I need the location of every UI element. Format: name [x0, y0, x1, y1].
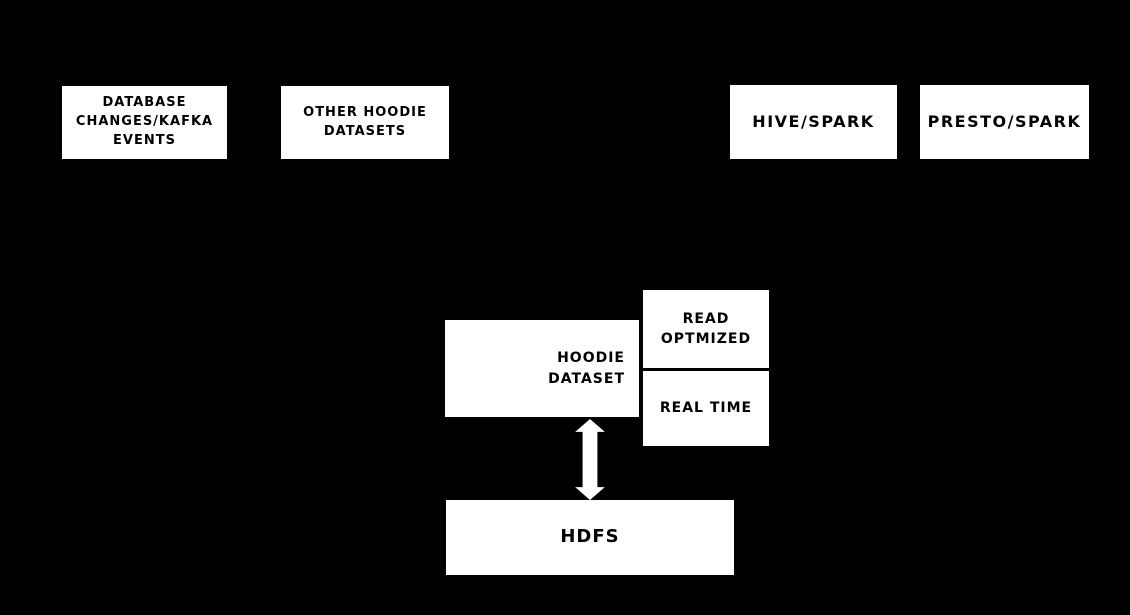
- node-other-hoodie-datasets: OTHER HOODIE DATASETS: [281, 86, 449, 159]
- node-real-time-view: REAL TIME: [643, 371, 769, 446]
- node-database-changes-kafka-events: DATABASE CHANGES/KAFKA EVENTS: [62, 86, 227, 159]
- node-hive-spark: HIVE/SPARK: [730, 85, 897, 159]
- node-read-optimized-view: READ OPTMIZED: [643, 290, 769, 368]
- node-presto-spark: PRESTO/SPARK: [920, 85, 1089, 159]
- node-hoodie-dataset: HOODIE DATASET: [445, 320, 639, 417]
- hoodie-hdfs-double-arrow-icon: [574, 419, 606, 500]
- node-hdfs: HDFS: [446, 500, 734, 575]
